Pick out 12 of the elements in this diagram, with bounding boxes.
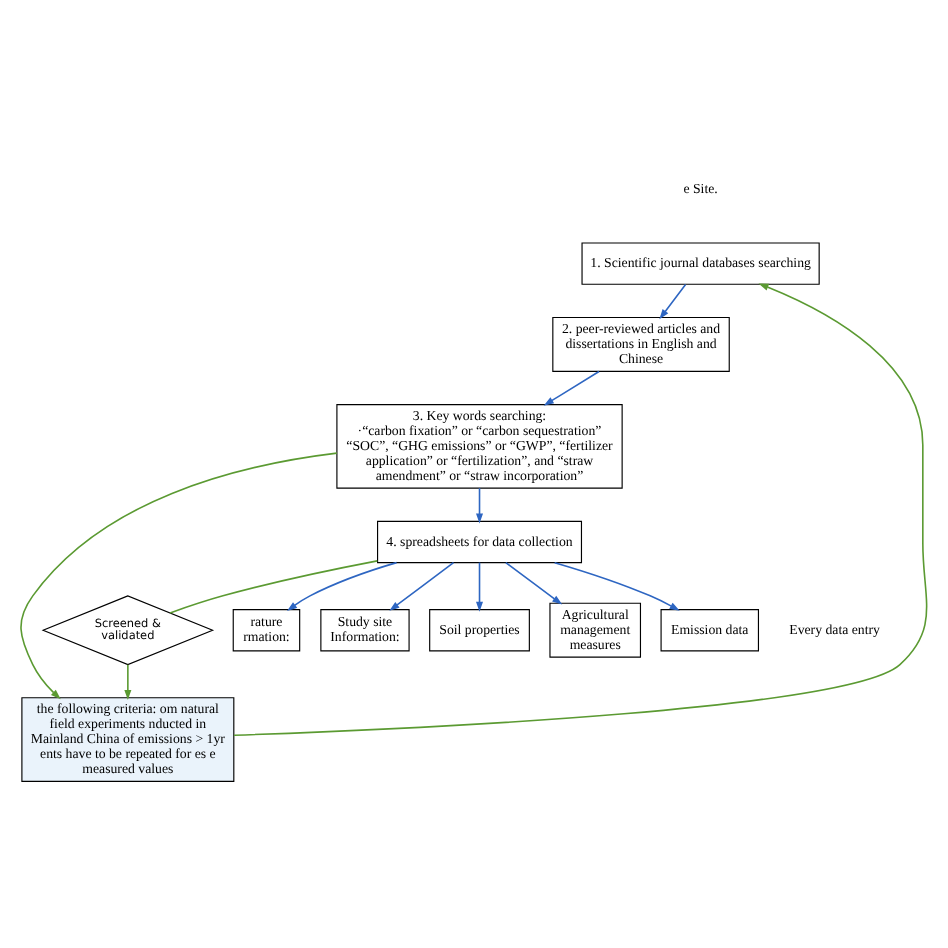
arrow: [543, 369, 600, 405]
arrow: [287, 560, 398, 610]
arrow: [476, 560, 484, 611]
connector: [169, 559, 379, 613]
arrow: [124, 662, 132, 700]
arrow: [389, 560, 455, 610]
arrow: [20, 451, 338, 699]
arrow: [659, 282, 687, 319]
arrow: [476, 486, 484, 523]
arrow: [504, 560, 563, 604]
arrow: [233, 282, 928, 736]
arrow: [553, 560, 680, 610]
